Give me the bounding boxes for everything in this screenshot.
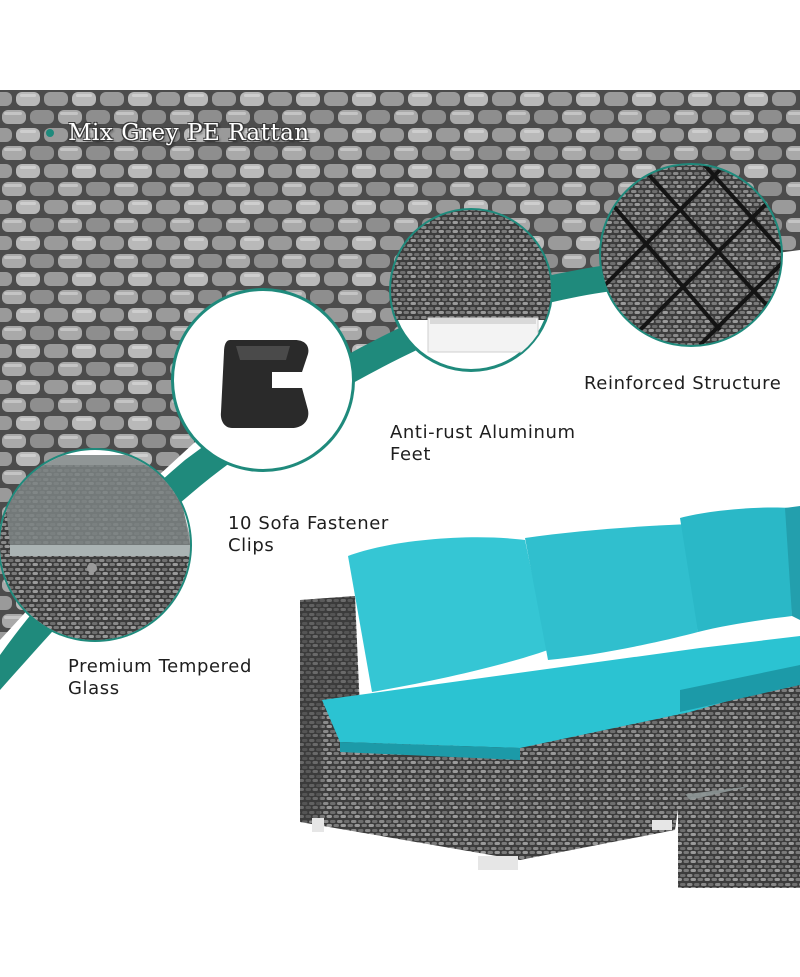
caption-tempered-glass: Premium Tempered Glass [68,656,252,700]
material-title: Mix Grey PE Rattan [46,120,310,146]
caption-line: Clips [228,535,275,556]
caption-fastener-clips: 10 Sofa Fastener Clips [228,513,389,557]
caption-line: Feet [390,444,431,465]
caption-reinforced-structure: Reinforced Structure [584,373,781,395]
sectional-sofa [300,506,800,888]
caption-line: Reinforced Structure [584,373,782,394]
bullet-dot-icon [46,129,54,137]
caption-line: Premium Tempered [68,656,252,677]
tempered-glass-detail [0,448,192,642]
rattan-backdrop [0,90,800,640]
aluminum-feet-detail [389,208,553,372]
caption-line: Anti-rust Aluminum [390,422,576,443]
reinforced-structure-detail [599,163,783,347]
material-title-text: Mix Grey PE Rattan [68,120,310,146]
fastener-clip-detail [171,288,355,472]
caption-aluminum-feet: Anti-rust Aluminum Feet [390,422,576,466]
caption-line: Glass [68,678,120,699]
caption-line: 10 Sofa Fastener [228,513,389,534]
